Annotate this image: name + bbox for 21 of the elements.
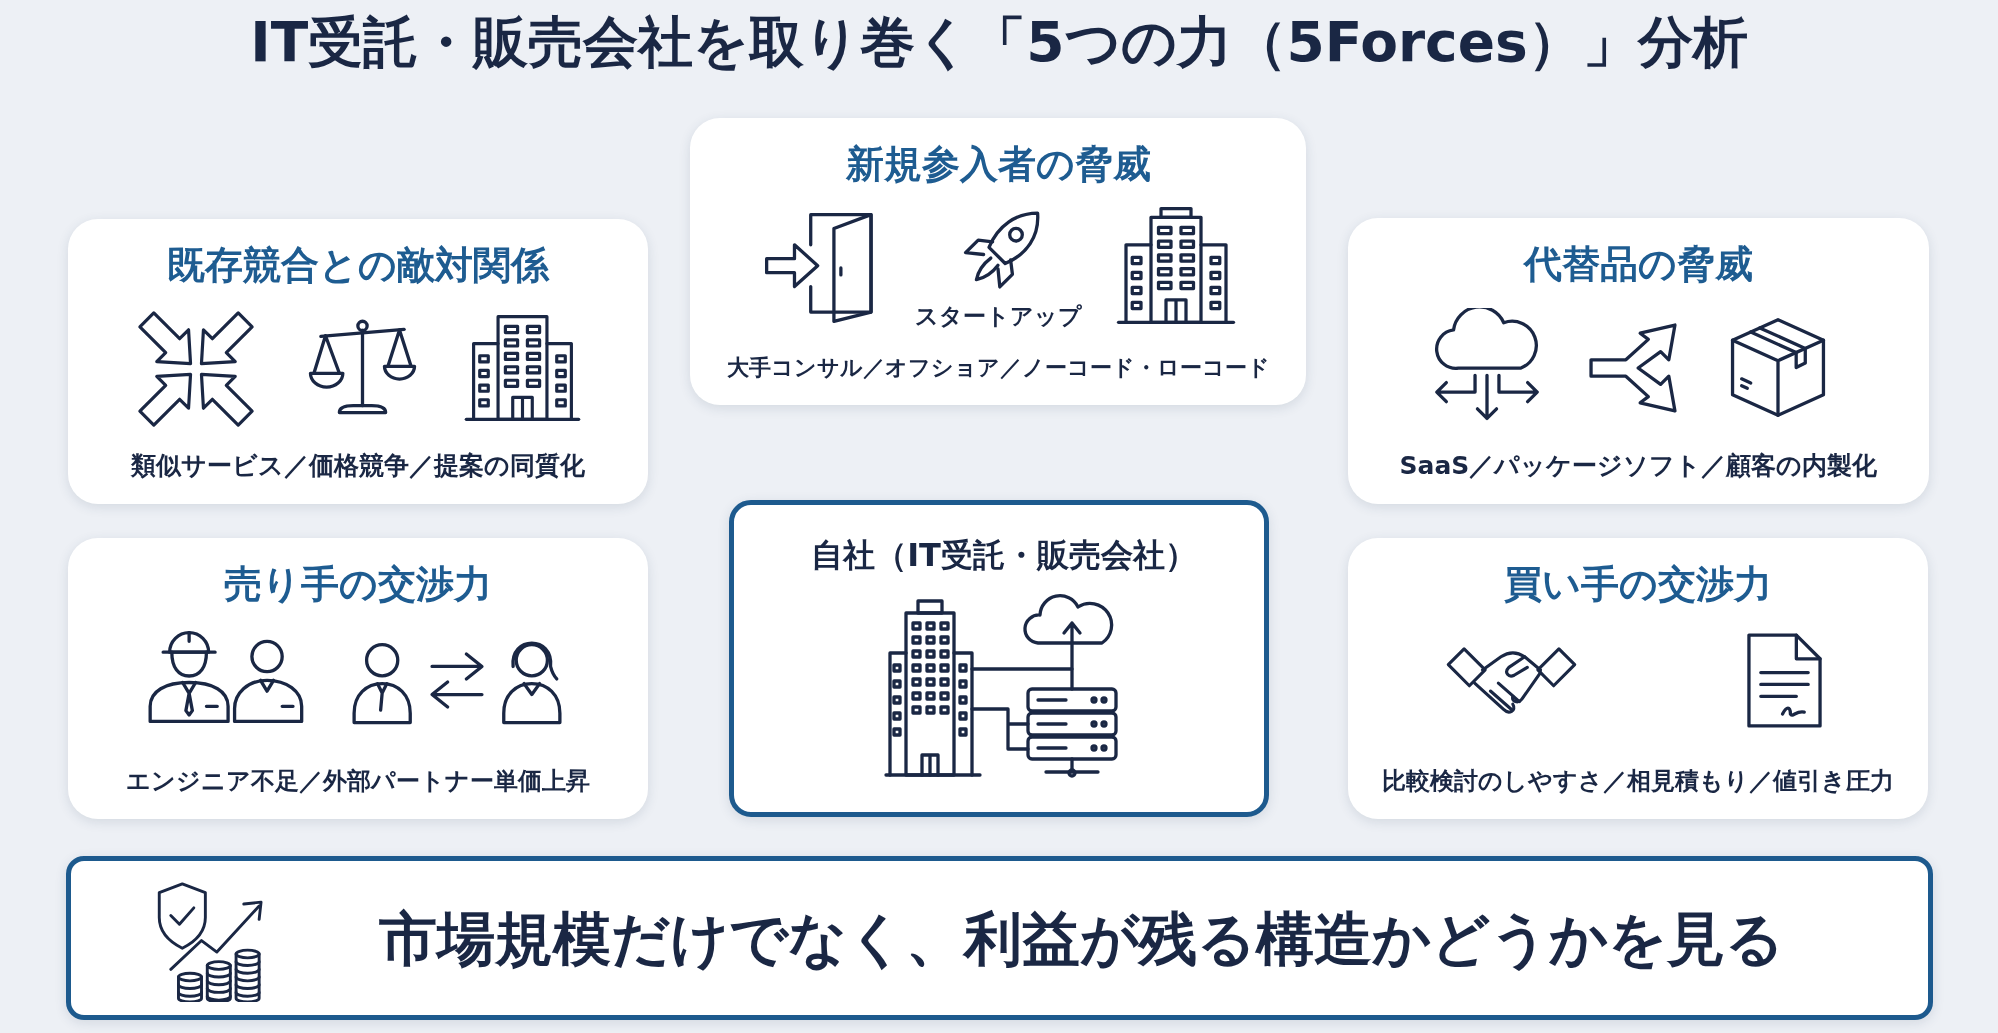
force-card (690, 118, 1306, 405)
force-card (68, 538, 648, 819)
company-heading: 自社（IT受託・販売会社） (811, 536, 1197, 574)
banner-message: 市場規模だけでなく、利益が残る構造かどうかを見る (378, 905, 1784, 973)
force-examples: エンジニア不足／外部パートナー単価上昇 (126, 768, 590, 796)
force-heading: 既存競合との敵対関係 (167, 244, 549, 288)
conclusion-banner (66, 856, 1933, 1020)
force-examples: 大手コンサル／オフショア／ノーコード・ローコード (726, 355, 1270, 381)
page-title: IT受託・販売会社を取り巻く「5つの力（5Forces）」分析 (250, 11, 1748, 75)
force-heading: 代替品の脅威 (1524, 243, 1753, 287)
force-heading: 買い手の交渉力 (1504, 563, 1772, 607)
force-card (1348, 218, 1929, 504)
icon-caption: スタートアップ (914, 302, 1082, 330)
force-heading: 新規参入者の脅威 (845, 143, 1151, 187)
force-heading: 売り手の交渉力 (224, 563, 492, 607)
force-card (68, 219, 648, 504)
force-examples: SaaS／パッケージソフト／顧客の内製化 (1399, 451, 1878, 481)
company-card (729, 500, 1269, 817)
force-card (1348, 538, 1928, 819)
force-examples: 比較検討のしやすさ／相見積もり／値引き圧力 (1382, 768, 1894, 796)
force-examples: 類似サービス／価格競争／提案の同質化 (131, 451, 585, 481)
